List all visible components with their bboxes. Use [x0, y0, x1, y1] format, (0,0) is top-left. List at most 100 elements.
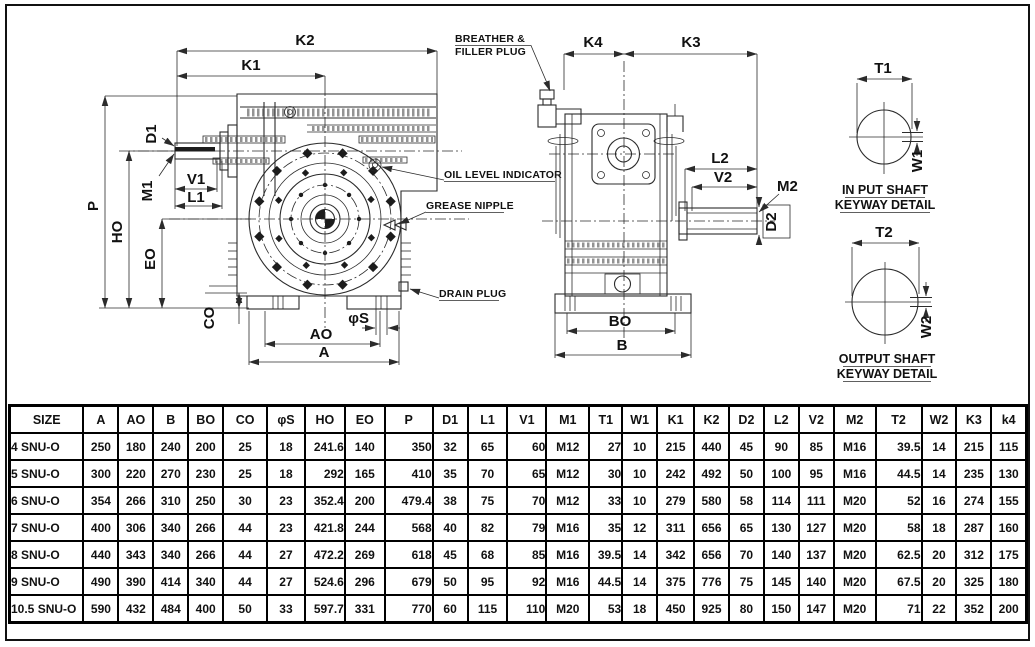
drawing-sheet: K2 K1 P HO EO CO D1 M1	[5, 4, 1030, 641]
column-header--s: φS	[266, 404, 306, 434]
value-cell: 23	[266, 513, 306, 542]
value-cell: 25	[222, 459, 269, 488]
column-header-a: A	[82, 404, 120, 434]
output-keyway-title-line2: KEYWAY DETAIL	[837, 367, 938, 381]
value-cell: 27	[266, 540, 306, 569]
dim-label-w2: W2	[918, 316, 935, 339]
top-plug-icon	[284, 106, 296, 118]
value-cell: 44	[222, 567, 269, 596]
grease-nipple-icon	[382, 219, 407, 231]
column-header-m2: M2	[832, 404, 877, 434]
value-cell: 23	[266, 486, 306, 515]
value-cell: 14	[621, 540, 659, 569]
dim-label-phi-s: φS	[348, 310, 369, 327]
value-cell: 240	[152, 432, 190, 461]
value-cell: 114	[762, 486, 800, 515]
value-cell: M20	[832, 594, 877, 624]
column-header-v1: V1	[506, 404, 548, 434]
value-cell: 400	[82, 513, 120, 542]
value-cell: 312	[955, 540, 993, 569]
value-cell: 242	[656, 459, 696, 488]
value-cell: 250	[82, 432, 120, 461]
value-cell: 137	[797, 540, 835, 569]
value-cell: 50	[727, 459, 765, 488]
value-cell: 432	[117, 594, 155, 624]
value-cell: 33	[266, 594, 306, 624]
value-cell: 10	[621, 432, 659, 461]
dim-label-ao: AO	[310, 326, 333, 343]
value-cell: 925	[693, 594, 730, 624]
column-header-co: CO	[222, 404, 269, 434]
value-cell: 269	[343, 540, 386, 569]
value-cell: 266	[117, 486, 155, 515]
value-cell: 70	[506, 486, 548, 515]
value-cell: 241.6	[303, 432, 346, 461]
value-cell: 175	[990, 540, 1028, 569]
value-cell: 65	[506, 459, 548, 488]
dim-label-d2: D2	[763, 212, 780, 231]
value-cell: M20	[832, 486, 877, 515]
value-cell: 492	[693, 459, 730, 488]
value-cell: 44	[222, 540, 269, 569]
value-cell: 155	[990, 486, 1028, 515]
value-cell: 618	[383, 540, 434, 569]
value-cell: 200	[343, 486, 386, 515]
value-cell: 250	[187, 486, 225, 515]
value-cell: 450	[656, 594, 696, 624]
value-cell: 343	[117, 540, 155, 569]
value-cell: 390	[117, 567, 155, 596]
front-view: K2 K1 P HO EO CO D1 M1	[85, 32, 469, 366]
column-header-p: P	[383, 404, 434, 434]
value-cell: 85	[797, 432, 835, 461]
value-cell: 340	[152, 540, 190, 569]
input-keyway-title-line1: IN PUT SHAFT	[842, 183, 928, 197]
value-cell: 484	[152, 594, 190, 624]
value-cell: 39.5	[874, 432, 923, 461]
side-base	[554, 293, 692, 314]
side-fins	[565, 240, 667, 274]
value-cell: 12	[621, 513, 659, 542]
value-cell: 14	[920, 459, 958, 488]
column-header-ao: AO	[117, 404, 155, 434]
value-cell: 440	[82, 540, 120, 569]
column-header-ho: HO	[303, 404, 346, 434]
value-cell: 220	[117, 459, 155, 488]
value-cell: 80	[727, 594, 765, 624]
size-cell: 10.5 SNU-O	[8, 594, 85, 624]
column-header-eo: EO	[343, 404, 386, 434]
value-cell: 776	[693, 567, 730, 596]
value-cell: 115	[466, 594, 509, 624]
value-cell: 79	[506, 513, 548, 542]
value-cell: 44.5	[588, 567, 624, 596]
value-cell: 62.5	[874, 540, 923, 569]
value-cell: 10	[621, 486, 659, 515]
callout-drain: DRAIN PLUG	[439, 288, 506, 300]
value-cell: 310	[152, 486, 190, 515]
value-cell: 58	[727, 486, 765, 515]
value-cell: 70	[466, 459, 509, 488]
value-cell: M16	[545, 513, 591, 542]
value-cell: 300	[82, 459, 120, 488]
size-cell: 4 SNU-O	[8, 432, 85, 461]
dim-label-bo: BO	[609, 313, 632, 330]
value-cell: 33	[588, 486, 624, 515]
column-header-bo: BO	[187, 404, 225, 434]
value-cell: 58	[874, 513, 923, 542]
value-cell: 440	[693, 432, 730, 461]
value-cell: 50	[222, 594, 269, 624]
callout-grease: GREASE NIPPLE	[426, 200, 514, 212]
value-cell: 25	[222, 432, 269, 461]
value-cell: 215	[656, 432, 696, 461]
dim-label-k3: K3	[681, 34, 700, 51]
value-cell: 130	[762, 513, 800, 542]
value-cell: 18	[266, 459, 306, 488]
value-cell: 68	[466, 540, 509, 569]
value-cell: 200	[187, 432, 225, 461]
callout-breather-line1: BREATHER &	[455, 33, 525, 45]
column-header-b: B	[152, 404, 190, 434]
